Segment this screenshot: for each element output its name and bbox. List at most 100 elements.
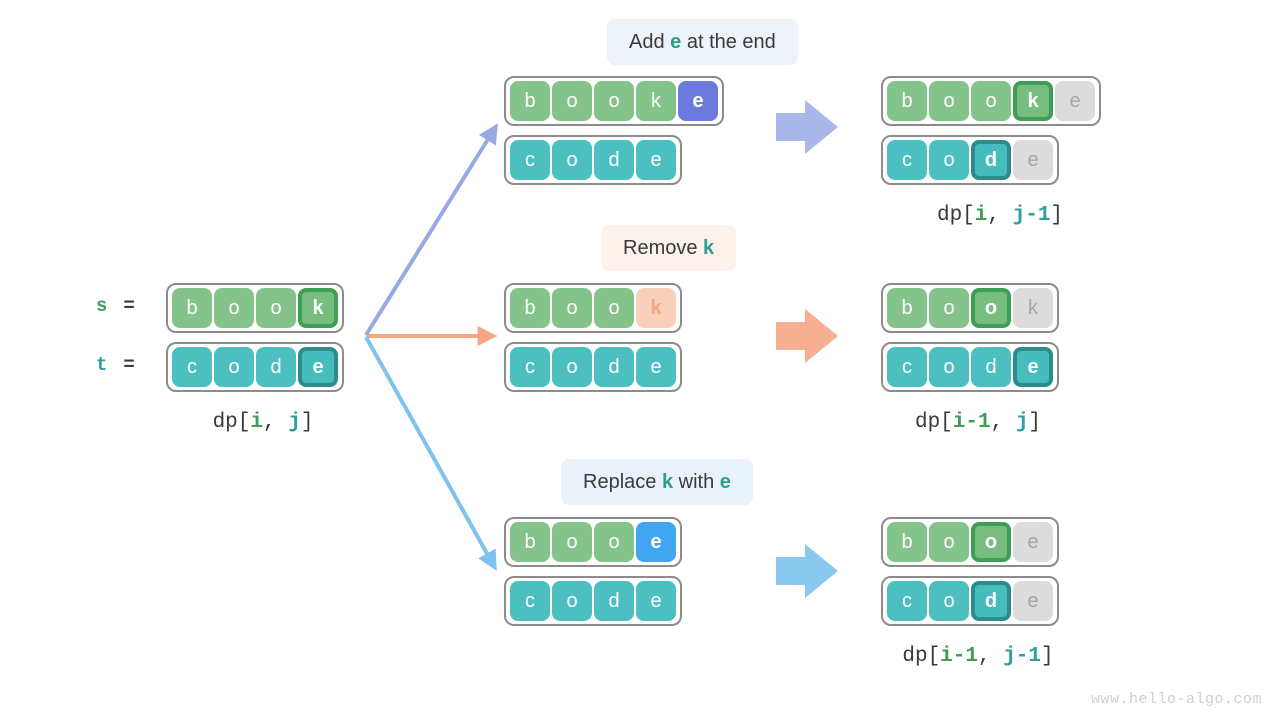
letter-cell: c (510, 581, 550, 621)
letter-cell: c (172, 347, 212, 387)
operation-pill-replace: Replace k with e (561, 459, 753, 505)
letter-cell: o (214, 288, 254, 328)
pill-text-before: Replace (583, 470, 662, 493)
equals-sign-t: = (123, 354, 135, 376)
letter-cell: e (1013, 581, 1053, 621)
letter-cell: c (510, 347, 550, 387)
var-t-label: t (96, 354, 108, 376)
letter-cell: o (971, 81, 1011, 121)
source-dp-caption: dp[i, j] (166, 411, 360, 434)
letter-cell: o (594, 288, 634, 328)
letter-cell: e (678, 81, 718, 121)
letter-cell: e (636, 347, 676, 387)
letter-cell: b (887, 522, 927, 562)
label-s-equals: s = (96, 295, 135, 317)
letter-cell: o (214, 347, 254, 387)
letter-cell: e (1055, 81, 1095, 121)
arrow-to-replace (364, 336, 497, 571)
dp-separator: , (987, 204, 1013, 227)
letter-cell: o (552, 347, 592, 387)
letter-cell: e (636, 140, 676, 180)
dp-prefix: dp[ (936, 204, 975, 227)
dp-separator: , (977, 645, 1004, 668)
letter-cell: e (1013, 140, 1053, 180)
letter-cell: c (887, 347, 927, 387)
operation-pill-remove: Remove k (601, 225, 737, 271)
dp-suffix: ] (1028, 411, 1042, 434)
dp-separator: , (990, 411, 1016, 434)
letter-cell: d (971, 581, 1011, 621)
arrow-to-add (364, 123, 498, 337)
letter-cell: k (298, 288, 338, 328)
block-arrow-add (776, 100, 838, 154)
pill-highlight-1: k (703, 236, 715, 259)
letter-cell: b (510, 288, 550, 328)
dp-index-j: j-1 (1003, 645, 1042, 668)
equals-sign-s: = (123, 295, 135, 317)
label-t-equals: t = (96, 354, 135, 376)
block-arrow-remove (776, 309, 838, 363)
dp-separator: , (262, 411, 289, 434)
letter-cell: o (552, 522, 592, 562)
dp-prefix: dp[ (902, 645, 941, 668)
dp-suffix: ] (1050, 204, 1064, 227)
dp-index-i: i-1 (940, 645, 978, 668)
letter-cell: o (929, 347, 969, 387)
letter-cell: d (971, 347, 1011, 387)
dp-suffix: ] (1041, 645, 1054, 668)
letter-cell: o (929, 288, 969, 328)
letter-cell: b (887, 288, 927, 328)
letter-cell: b (510, 81, 550, 121)
letter-cell: b (172, 288, 212, 328)
add-dp-caption: dp[i, j-1] (881, 204, 1119, 227)
letter-cell: k (1013, 288, 1053, 328)
block-arrow-replace (776, 544, 838, 598)
letter-cell: d (594, 140, 634, 180)
letter-cell: e (1013, 347, 1053, 387)
letter-cell: k (636, 288, 676, 328)
letter-cell: c (887, 581, 927, 621)
letter-cell: e (636, 581, 676, 621)
letter-cell: e (636, 522, 676, 562)
letter-cell: o (552, 81, 592, 121)
dp-prefix: dp[ (212, 411, 251, 434)
pill-text-before: Remove (623, 236, 704, 259)
pill-text-middle: at the end (681, 30, 776, 53)
letter-cell: o (929, 522, 969, 562)
pill-highlight-2: e (719, 470, 731, 493)
dp-index-i: i (250, 411, 263, 434)
dp-index-i: i (974, 204, 988, 227)
dp-index-j: j (1015, 411, 1029, 434)
letter-cell: o (971, 522, 1011, 562)
letter-cell: o (594, 81, 634, 121)
watermark: www.hello-algo.com (1090, 691, 1262, 708)
letter-cell: o (552, 288, 592, 328)
letter-cell: o (971, 288, 1011, 328)
dp-index-j: j-1 (1012, 204, 1051, 227)
letter-cell: o (594, 522, 634, 562)
dp-prefix: dp[ (914, 411, 953, 434)
letter-cell: o (256, 288, 296, 328)
letter-cell: d (594, 581, 634, 621)
letter-cell: e (1013, 522, 1053, 562)
letter-cell: b (887, 81, 927, 121)
pill-highlight-1: e (670, 30, 682, 53)
letter-cell: o (929, 140, 969, 180)
letter-cell: c (510, 140, 550, 180)
letter-cell: e (298, 347, 338, 387)
letter-cell: o (552, 581, 592, 621)
